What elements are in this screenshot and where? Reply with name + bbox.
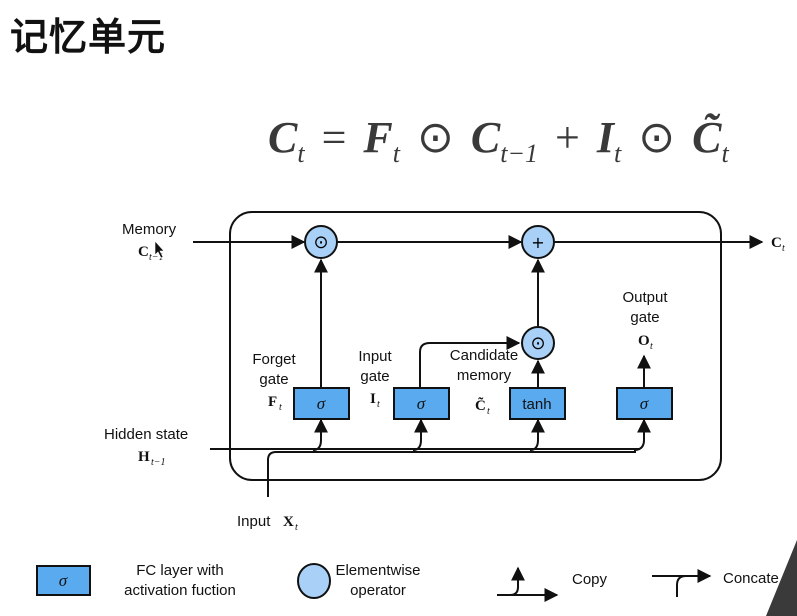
input-multiply-operator: ⊙ [521,326,555,360]
svg-text:gate: gate [360,368,389,385]
legend-copy: Copy [497,566,608,602]
input-gate-label: Input [358,348,392,365]
svg-text:activation fuction: activation fuction [124,582,236,599]
svg-text:Elementwise: Elementwise [335,562,420,579]
output-gate-box: σ [616,387,673,420]
legend-elementwise-operator: Elementwise operator [297,562,421,599]
output-gate-label: Output [622,289,668,306]
forget-gate-label: Forget [252,351,296,368]
input-gate-box: σ [393,387,450,420]
svg-text:⊙: ⊙ [313,232,328,253]
svg-text:Concate: Concate [723,570,779,587]
svg-text:Copy: Copy [572,571,608,588]
add-operator: + [521,225,555,259]
eq-ct: C [268,113,298,162]
eq-it: I [596,113,614,162]
output-gate-symbol: O [638,333,650,349]
svg-text:tanh: tanh [522,396,551,413]
svg-text:memory: memory [457,367,512,384]
svg-text:σ: σ [640,394,649,413]
legend-fc-layer: σ FC layer with activation fuction [36,562,236,599]
svg-text:+: + [531,233,544,252]
mouse-cursor-icon [154,240,165,259]
svg-text:t: t [782,243,785,254]
eq-ft: F [363,113,393,162]
input-gate-to-mult-arrow [419,336,521,388]
svg-text:operator: operator [350,582,406,599]
input-symbol: X [283,514,294,530]
input-x-line [267,451,636,497]
slide-title: 记忆单元 [10,15,167,59]
memory-symbol: C [138,244,149,260]
svg-text:t−1: t−1 [151,457,166,468]
svg-text:t: t [279,402,282,413]
bus-to-forget-arrow [312,418,328,451]
bus-to-output-arrow [633,418,651,451]
eq-ct-prev: C [470,113,501,162]
hidden-state-label: Hidden state [104,426,188,443]
memory-label: Memory [122,221,177,238]
forget-gate-box: σ [293,387,350,420]
cell-container [229,211,722,481]
candidate-memory-label: Candidate [450,347,518,364]
corner-overlay [766,540,797,616]
svg-text:t: t [295,522,298,533]
candidate-memory-box: tanh [509,387,566,420]
forget-multiply-operator: ⊙ [304,225,338,259]
svg-text:t−1: t−1 [149,252,164,263]
input-gate-symbol: I [370,391,376,407]
bus-to-tanh-arrow [529,418,545,451]
input-label: Input [237,513,271,530]
output-cell-symbol: C [771,235,782,251]
eq-c-tilde: C̃ [692,113,722,162]
candidate-memory-symbol: C̃ [475,397,486,414]
svg-text:σ: σ [317,394,326,413]
svg-text:FC layer with: FC layer with [136,562,224,579]
svg-text:t: t [650,341,653,352]
svg-text:gate: gate [630,309,659,326]
hidden-state-symbol: H [138,449,150,465]
svg-text:gate: gate [259,371,288,388]
svg-text:⊙: ⊙ [530,333,545,354]
bus-to-input-arrow [412,418,428,451]
svg-text:t: t [487,406,490,417]
forget-gate-symbol: F [268,394,277,410]
svg-text:σ: σ [417,394,426,413]
svg-text:σ: σ [59,571,68,590]
cell-state-equation: Ct = Ft ⊙ Ct−1 + It ⊙ C̃t [268,113,729,168]
legend-concatenate: Concate [652,569,779,597]
svg-text:t: t [377,399,380,410]
